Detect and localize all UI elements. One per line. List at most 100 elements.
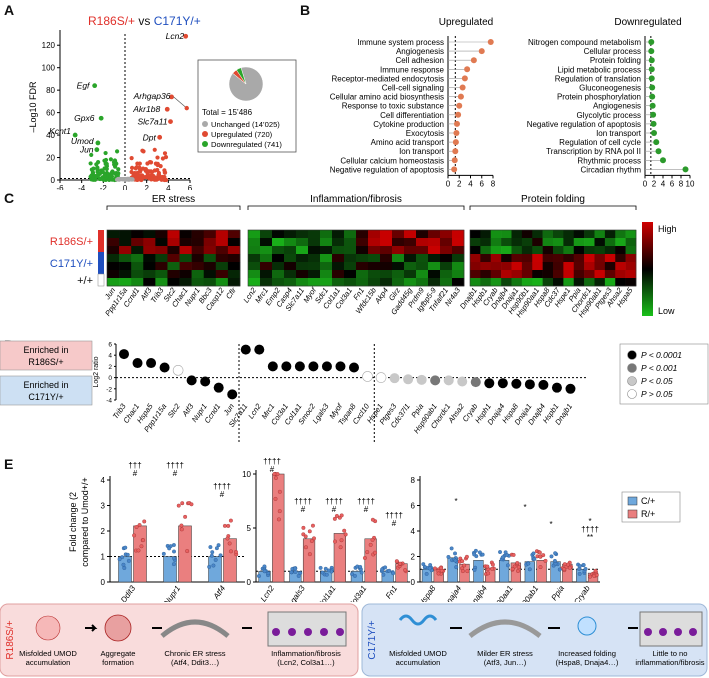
heatmap-cell (604, 254, 616, 263)
e-point-c171y (427, 566, 432, 571)
labeled-point-egf (92, 83, 98, 89)
e-point-c171y (358, 565, 363, 569)
heatmap-cell (227, 270, 241, 279)
go-term-label: Transcription by RNA pol II (546, 147, 641, 156)
d-point (132, 358, 143, 369)
heatmap-cell (272, 254, 285, 263)
down-point (97, 176, 102, 182)
panel-letter-c: C (4, 190, 15, 206)
heatmap-cell (416, 262, 429, 271)
heatmap-cell (532, 246, 543, 255)
enriched-r186s-line1: Enriched in (23, 345, 68, 355)
heatmap-cell (119, 270, 132, 279)
e-point-c171y (296, 573, 301, 578)
go-term-label: Exocytosis (406, 129, 444, 138)
heatmap-cell (532, 270, 543, 279)
heatmap-cell (227, 230, 241, 239)
e-significance-mark: †††† (166, 461, 184, 470)
e-point-c171y (557, 567, 562, 572)
row-color-bar (97, 273, 105, 287)
heatmap-cell (308, 238, 321, 247)
gene-label-jun: Jun (79, 145, 94, 155)
heatmap-cell (440, 238, 453, 247)
e-bar-r186s (333, 533, 346, 583)
go-x-tick-label: 0 (643, 179, 648, 188)
heatmap-cell (272, 246, 285, 255)
e-bar-r186s (178, 525, 192, 583)
heatmap-cell (248, 262, 261, 271)
heatmap-cell (380, 230, 393, 239)
nucleus-icon (659, 628, 667, 636)
nucleus-icon (336, 628, 344, 636)
go-term-label: Protein folding (590, 56, 641, 65)
heatmap-cell (356, 230, 369, 239)
heatmap-cell (521, 238, 533, 247)
go-x-label-up: –Log10 FDR (445, 189, 497, 190)
scale-low-label: Low (658, 306, 675, 316)
d-point (294, 361, 305, 372)
e-point-c171y (552, 558, 557, 563)
heatmap-cell (594, 230, 606, 239)
heatmap-cell (260, 246, 273, 255)
heatmap-cell (191, 238, 205, 247)
e-point-r186s (137, 523, 142, 527)
go-term-dot (648, 75, 655, 82)
heatmap-cell (368, 254, 381, 263)
heatmap-cell (392, 238, 405, 247)
e-point-r186s (179, 523, 184, 528)
heatmap-cell (480, 278, 492, 287)
heatmap-cell (404, 230, 417, 239)
heatmap-cell (380, 254, 393, 263)
heatmap-cell (563, 238, 575, 247)
heatmap-cell (248, 278, 261, 287)
heatmap-cell (480, 246, 492, 255)
up-point (132, 170, 137, 176)
up-point (140, 148, 145, 153)
e-point-r186s (180, 501, 185, 506)
arhgap36-connector (173, 96, 187, 109)
heatmap-cell (143, 262, 156, 271)
heatmap-cell (501, 230, 512, 239)
heatmap-cell (542, 278, 554, 287)
e-point-r186s (136, 548, 141, 553)
e-significance-mark: * (454, 497, 457, 506)
heatmap-cell (272, 278, 285, 287)
heatmap-cell (380, 278, 393, 287)
panel-letter-a: A (4, 2, 15, 18)
enriched-r186s-line2: R186S/+ (28, 357, 63, 367)
e-y-tick-label: 10 (242, 470, 251, 479)
heatmap-cell (553, 238, 564, 247)
e-point-r186s (277, 489, 282, 494)
x-tick-label: 0 (123, 184, 128, 190)
heatmap-cell (563, 254, 575, 263)
e-significance-mark: †††† (294, 497, 312, 506)
x-tick-label: -6 (56, 184, 64, 190)
e-y-tick-label: 0 (101, 578, 106, 587)
e-point-c171y (256, 574, 261, 579)
go-term-dot (649, 93, 656, 100)
heatmap-cell (368, 270, 381, 279)
d-point (146, 358, 157, 369)
f-step-label: Aggregate (100, 649, 135, 658)
heatmap-cell (260, 262, 273, 271)
d-point (321, 361, 332, 372)
e-point-r186s (226, 523, 231, 528)
go-term-dot (649, 84, 656, 91)
e-point-c171y (472, 567, 477, 572)
f-step-label: Inflammation/fibrosis (271, 649, 341, 658)
down-point (88, 161, 93, 166)
heatmap-section-border (469, 229, 637, 287)
f-step-label: accumulation (396, 658, 441, 667)
d-legend-swatch (627, 376, 637, 386)
d-legend-label: P < 0.0001 (641, 350, 682, 360)
e-significance-mark: †††† (357, 497, 375, 506)
d-point (159, 362, 170, 373)
heatmap-cell (553, 262, 564, 271)
go-term-label: Negative regulation of apoptosis (527, 120, 641, 129)
up-point (138, 167, 143, 172)
go-term-label: Immune system process (357, 38, 444, 47)
f-step-label: Chronic ER stress (164, 649, 225, 658)
heatmap-cell (615, 246, 626, 255)
